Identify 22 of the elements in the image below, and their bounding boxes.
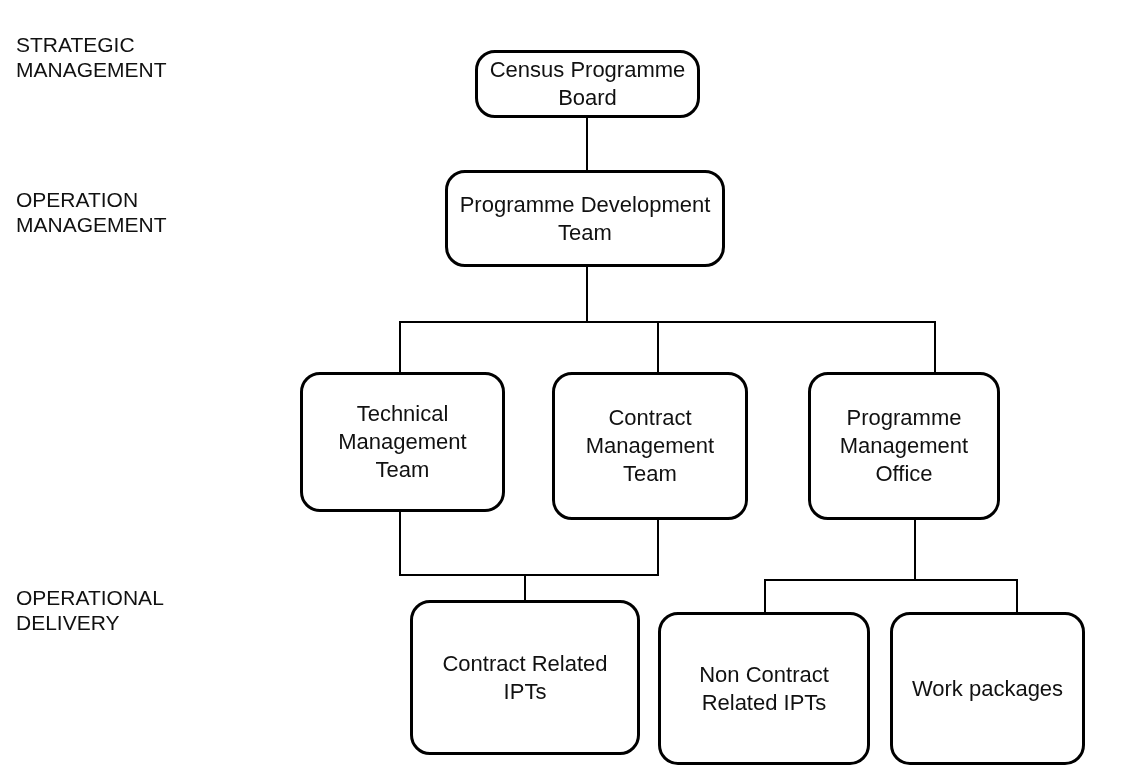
org-box bbox=[658, 612, 870, 765]
org-box bbox=[475, 50, 700, 118]
box-label: Technical Management Team bbox=[337, 400, 468, 484]
org-box bbox=[300, 372, 505, 512]
box-label: Contract Management Team bbox=[584, 404, 716, 488]
org-box bbox=[410, 600, 640, 755]
box-label: Non Contract Related IPTs bbox=[698, 660, 830, 717]
box-label: Programme Management Office bbox=[838, 404, 970, 488]
org-box bbox=[808, 372, 1000, 520]
level-label: OPERATION MANAGEMENT bbox=[16, 187, 168, 237]
box-label: Contract Related IPTs bbox=[441, 649, 609, 706]
level-label: OPERATIONAL DELIVERY bbox=[16, 585, 165, 635]
org-box bbox=[890, 612, 1085, 765]
org-box bbox=[445, 170, 725, 267]
connector-line bbox=[586, 117, 588, 171]
connector-line bbox=[914, 519, 1018, 613]
box-label: Work packages bbox=[911, 674, 1064, 703]
box-label: Census Programme Board bbox=[488, 56, 687, 112]
connector-line bbox=[524, 519, 659, 601]
org-box bbox=[552, 372, 748, 520]
level-label: STRATEGIC MANAGEMENT bbox=[16, 32, 168, 82]
box-label: Programme Development Team bbox=[458, 190, 712, 247]
